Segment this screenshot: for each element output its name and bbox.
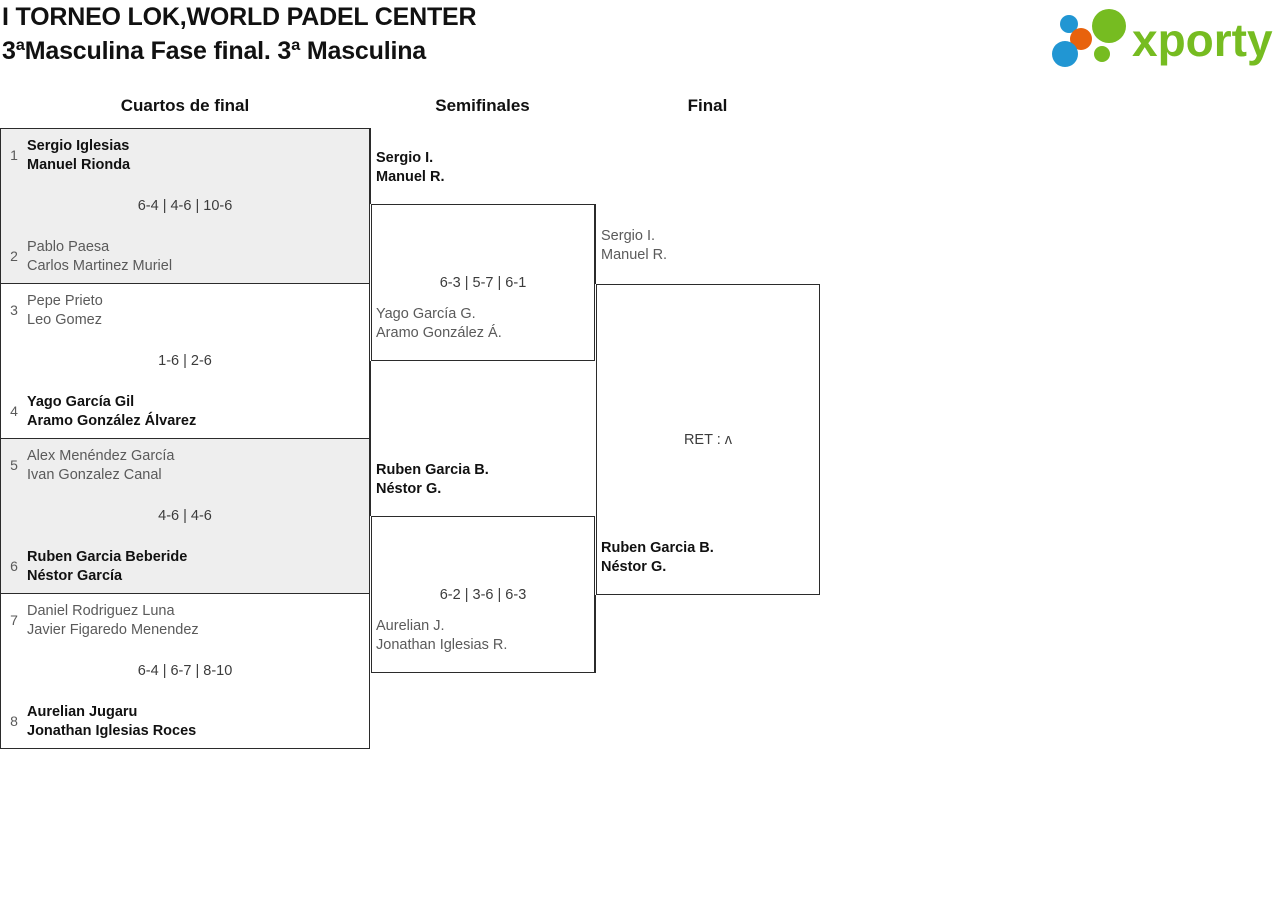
match-qf-2[interactable]: 3 Pepe Prieto Leo Gomez 1-6 | 2-6 4 Yago…	[0, 283, 370, 439]
player-name: Daniel Rodriguez Luna	[27, 603, 175, 619]
team-row: 7 Daniel Rodriguez Luna Javier Figaredo …	[1, 602, 369, 639]
match-score: 6-4 | 4-6 | 10-6	[137, 198, 233, 214]
final-team-bottom: Ruben Garcia B. Néstor G.	[601, 539, 714, 576]
player-name: Jonathan Iglesias Roces	[27, 722, 197, 739]
connector-line	[595, 595, 596, 673]
match-sf-2[interactable]: 6-2 | 3-6 | 6-3	[371, 516, 595, 673]
semifinal-2-team-top: Ruben Garcia B. Néstor G.	[376, 461, 489, 498]
player-name: Leo Gomez	[27, 311, 102, 328]
player-name: Aurelian Jugaru	[27, 704, 138, 720]
round-header-semifinals: Semifinales	[435, 96, 530, 115]
semifinal-1-team-bottom: Yago García G. Aramo González Á.	[376, 305, 502, 342]
team-names: Yago García Gil Aramo González Álvarez	[27, 393, 196, 430]
player-name: Ruben Garcia B.	[376, 462, 489, 478]
semifinal-1-team-top: Sergio I. Manuel R.	[376, 149, 444, 186]
player-name: Ruben Garcia B.	[601, 540, 714, 556]
team-row: 2 Pablo Paesa Carlos Martinez Muriel	[1, 238, 369, 275]
player-name: Néstor G.	[601, 558, 667, 575]
team-names: Pablo Paesa Carlos Martinez Muriel	[27, 238, 172, 275]
team-names: Pepe Prieto Leo Gomez	[27, 292, 103, 329]
match-score: 1-6 | 2-6	[158, 353, 212, 369]
round-header-quarterfinals: Cuartos de final	[120, 96, 250, 115]
xporty-logo[interactable]: xporty	[1050, 6, 1276, 68]
seed-number: 3	[10, 302, 18, 318]
connector-line	[370, 128, 371, 204]
player-name: Yago García G.	[376, 306, 476, 322]
match-qf-3[interactable]: 5 Alex Menéndez García Ivan Gonzalez Can…	[0, 438, 370, 594]
match-score: 6-4 | 6-7 | 8-10	[137, 663, 233, 679]
team-names: Alex Menéndez García Ivan Gonzalez Canal	[27, 447, 175, 484]
match-qf-4[interactable]: 7 Daniel Rodriguez Luna Javier Figaredo …	[0, 593, 370, 749]
player-name: Néstor García	[27, 567, 123, 584]
page-title: I TORNEO LOK,WORLD PADEL CENTER 3ªMascul…	[0, 0, 477, 68]
match-score: RET : ʌ	[683, 431, 733, 448]
team-row: 5 Alex Menéndez García Ivan Gonzalez Can…	[1, 447, 369, 484]
seed-number: 7	[10, 612, 18, 628]
semifinal-2-team-bottom: Aurelian J. Jonathan Iglesias R.	[376, 617, 507, 654]
player-name: Manuel Rionda	[27, 156, 131, 173]
team-row: 1 Sergio Iglesias Manuel Rionda	[1, 137, 369, 174]
player-name: Pablo Paesa	[27, 239, 110, 255]
player-name: Aurelian J.	[376, 618, 445, 634]
seed-number: 1	[10, 147, 18, 163]
team-names: Sergio Iglesias Manuel Rionda	[27, 137, 130, 174]
match-score: 4-6 | 4-6	[158, 508, 212, 524]
match-qf-1[interactable]: 1 Sergio Iglesias Manuel Rionda 6-4 | 4-…	[0, 128, 370, 284]
player-name: Néstor G.	[376, 480, 442, 497]
player-name: Manuel R.	[601, 246, 668, 263]
final-team-top: Sergio I. Manuel R.	[601, 227, 667, 264]
match-sf-1[interactable]: 6-3 | 5-7 | 6-1	[371, 204, 595, 361]
player-name: Aramo González Á.	[376, 324, 502, 341]
team-row: 8 Aurelian Jugaru Jonathan Iglesias Roce…	[1, 703, 369, 740]
seed-number: 8	[10, 713, 18, 729]
connector-line	[370, 361, 371, 516]
team-names: Aurelian Jugaru Jonathan Iglesias Roces	[27, 703, 196, 740]
player-name: Alex Menéndez García	[27, 448, 175, 464]
round-header-final: Final	[687, 96, 728, 115]
team-names: Ruben Garcia Beberide Néstor García	[27, 548, 187, 585]
match-final[interactable]: RET : ʌ	[596, 284, 820, 595]
team-row: 6 Ruben Garcia Beberide Néstor García	[1, 548, 369, 585]
player-name: Aramo González Álvarez	[27, 412, 197, 429]
category-title: 3ªMasculina Fase final. 3ª Masculina	[2, 37, 426, 65]
match-score: 6-2 | 3-6 | 6-3	[439, 586, 527, 603]
team-row: 3 Pepe Prieto Leo Gomez	[1, 292, 369, 329]
player-name: Jonathan Iglesias R.	[376, 636, 508, 653]
seed-number: 4	[10, 403, 18, 419]
seed-number: 6	[10, 558, 18, 574]
player-name: Yago García Gil	[27, 394, 135, 410]
player-name: Manuel R.	[376, 168, 445, 185]
player-name: Sergio I.	[376, 150, 434, 166]
player-name: Sergio I.	[601, 228, 655, 244]
player-name: Javier Figaredo Menendez	[27, 621, 199, 638]
player-name: Carlos Martinez Muriel	[27, 257, 173, 274]
player-name: Ivan Gonzalez Canal	[27, 466, 162, 483]
team-row: 4 Yago García Gil Aramo González Álvarez	[1, 393, 369, 430]
match-score: 6-3 | 5-7 | 6-1	[439, 274, 527, 291]
player-name: Pepe Prieto	[27, 293, 103, 309]
xporty-logo-icon: xporty	[1052, 9, 1273, 67]
player-name: Ruben Garcia Beberide	[27, 549, 188, 565]
player-name: Sergio Iglesias	[27, 138, 130, 154]
tournament-title: I TORNEO LOK,WORLD PADEL CENTER	[2, 3, 477, 31]
seed-number: 2	[10, 248, 18, 264]
seed-number: 5	[10, 457, 18, 473]
connector-line	[595, 204, 596, 284]
team-names: Daniel Rodriguez Luna Javier Figaredo Me…	[27, 602, 199, 639]
svg-text:xporty: xporty	[1132, 14, 1273, 66]
